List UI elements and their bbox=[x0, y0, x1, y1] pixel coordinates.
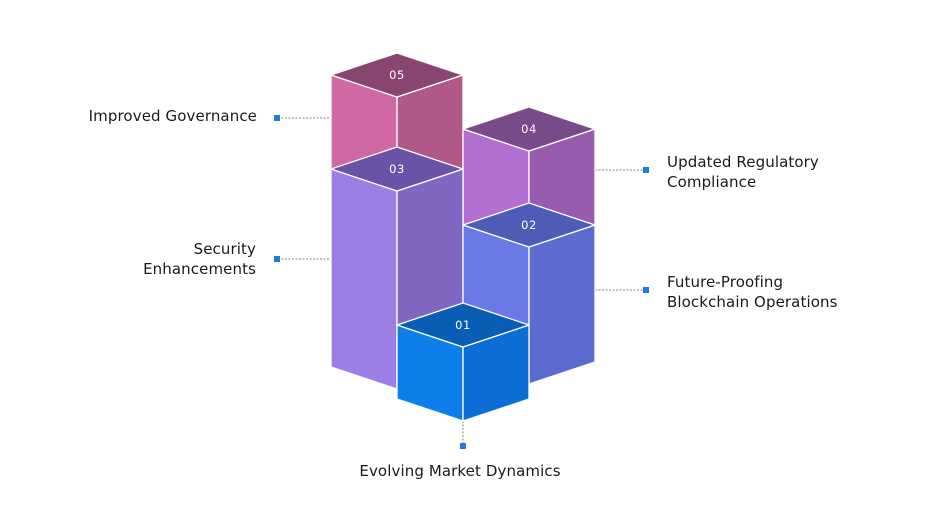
block-05-number: 05 bbox=[389, 68, 405, 82]
connector-markers bbox=[274, 115, 649, 449]
marker-02 bbox=[643, 287, 649, 293]
label-evolving-market-dynamics: Evolving Market Dynamics bbox=[310, 461, 610, 481]
label-security-enhancements: Security Enhancements bbox=[143, 239, 256, 279]
label-01-text: Evolving Market Dynamics bbox=[359, 462, 561, 480]
block-04: 04 bbox=[462, 106, 596, 248]
label-future-proofing-blockchain-operations: Future-Proofing Blockchain Operations bbox=[667, 272, 838, 312]
block-03-number: 03 bbox=[389, 162, 405, 176]
block-03-top-face bbox=[330, 146, 464, 192]
block-01: 01 bbox=[396, 302, 530, 422]
block-01-top-face bbox=[396, 302, 530, 348]
block-02-number: 02 bbox=[521, 218, 537, 232]
block-02-top-face bbox=[462, 202, 596, 248]
marker-03 bbox=[274, 256, 280, 262]
block-05: 05 bbox=[330, 52, 464, 192]
block-02-right-face bbox=[528, 224, 596, 385]
label-03-line1: Security bbox=[193, 240, 256, 258]
block-05-top-face bbox=[330, 52, 464, 98]
block-03-left-face bbox=[330, 168, 398, 390]
label-03-line2: Enhancements bbox=[143, 260, 256, 278]
label-improved-governance: Improved Governance bbox=[89, 106, 257, 126]
label-05-text: Improved Governance bbox=[88, 107, 257, 125]
label-04-line2: Compliance bbox=[667, 173, 757, 191]
block-04-number: 04 bbox=[521, 122, 537, 136]
label-02-line2: Blockchain Operations bbox=[667, 293, 838, 311]
marker-01 bbox=[460, 443, 466, 449]
label-updated-regulatory-compliance: Updated Regulatory Compliance bbox=[667, 152, 819, 192]
label-04-line1: Updated Regulatory bbox=[667, 153, 819, 171]
block-01-number: 01 bbox=[455, 318, 471, 332]
marker-05 bbox=[274, 115, 280, 121]
label-02-line1: Future-Proofing bbox=[667, 273, 784, 291]
block-02: 02 bbox=[462, 202, 596, 385]
block-04-top-face bbox=[462, 106, 596, 152]
connectors bbox=[278, 117, 646, 446]
marker-04 bbox=[643, 167, 649, 173]
